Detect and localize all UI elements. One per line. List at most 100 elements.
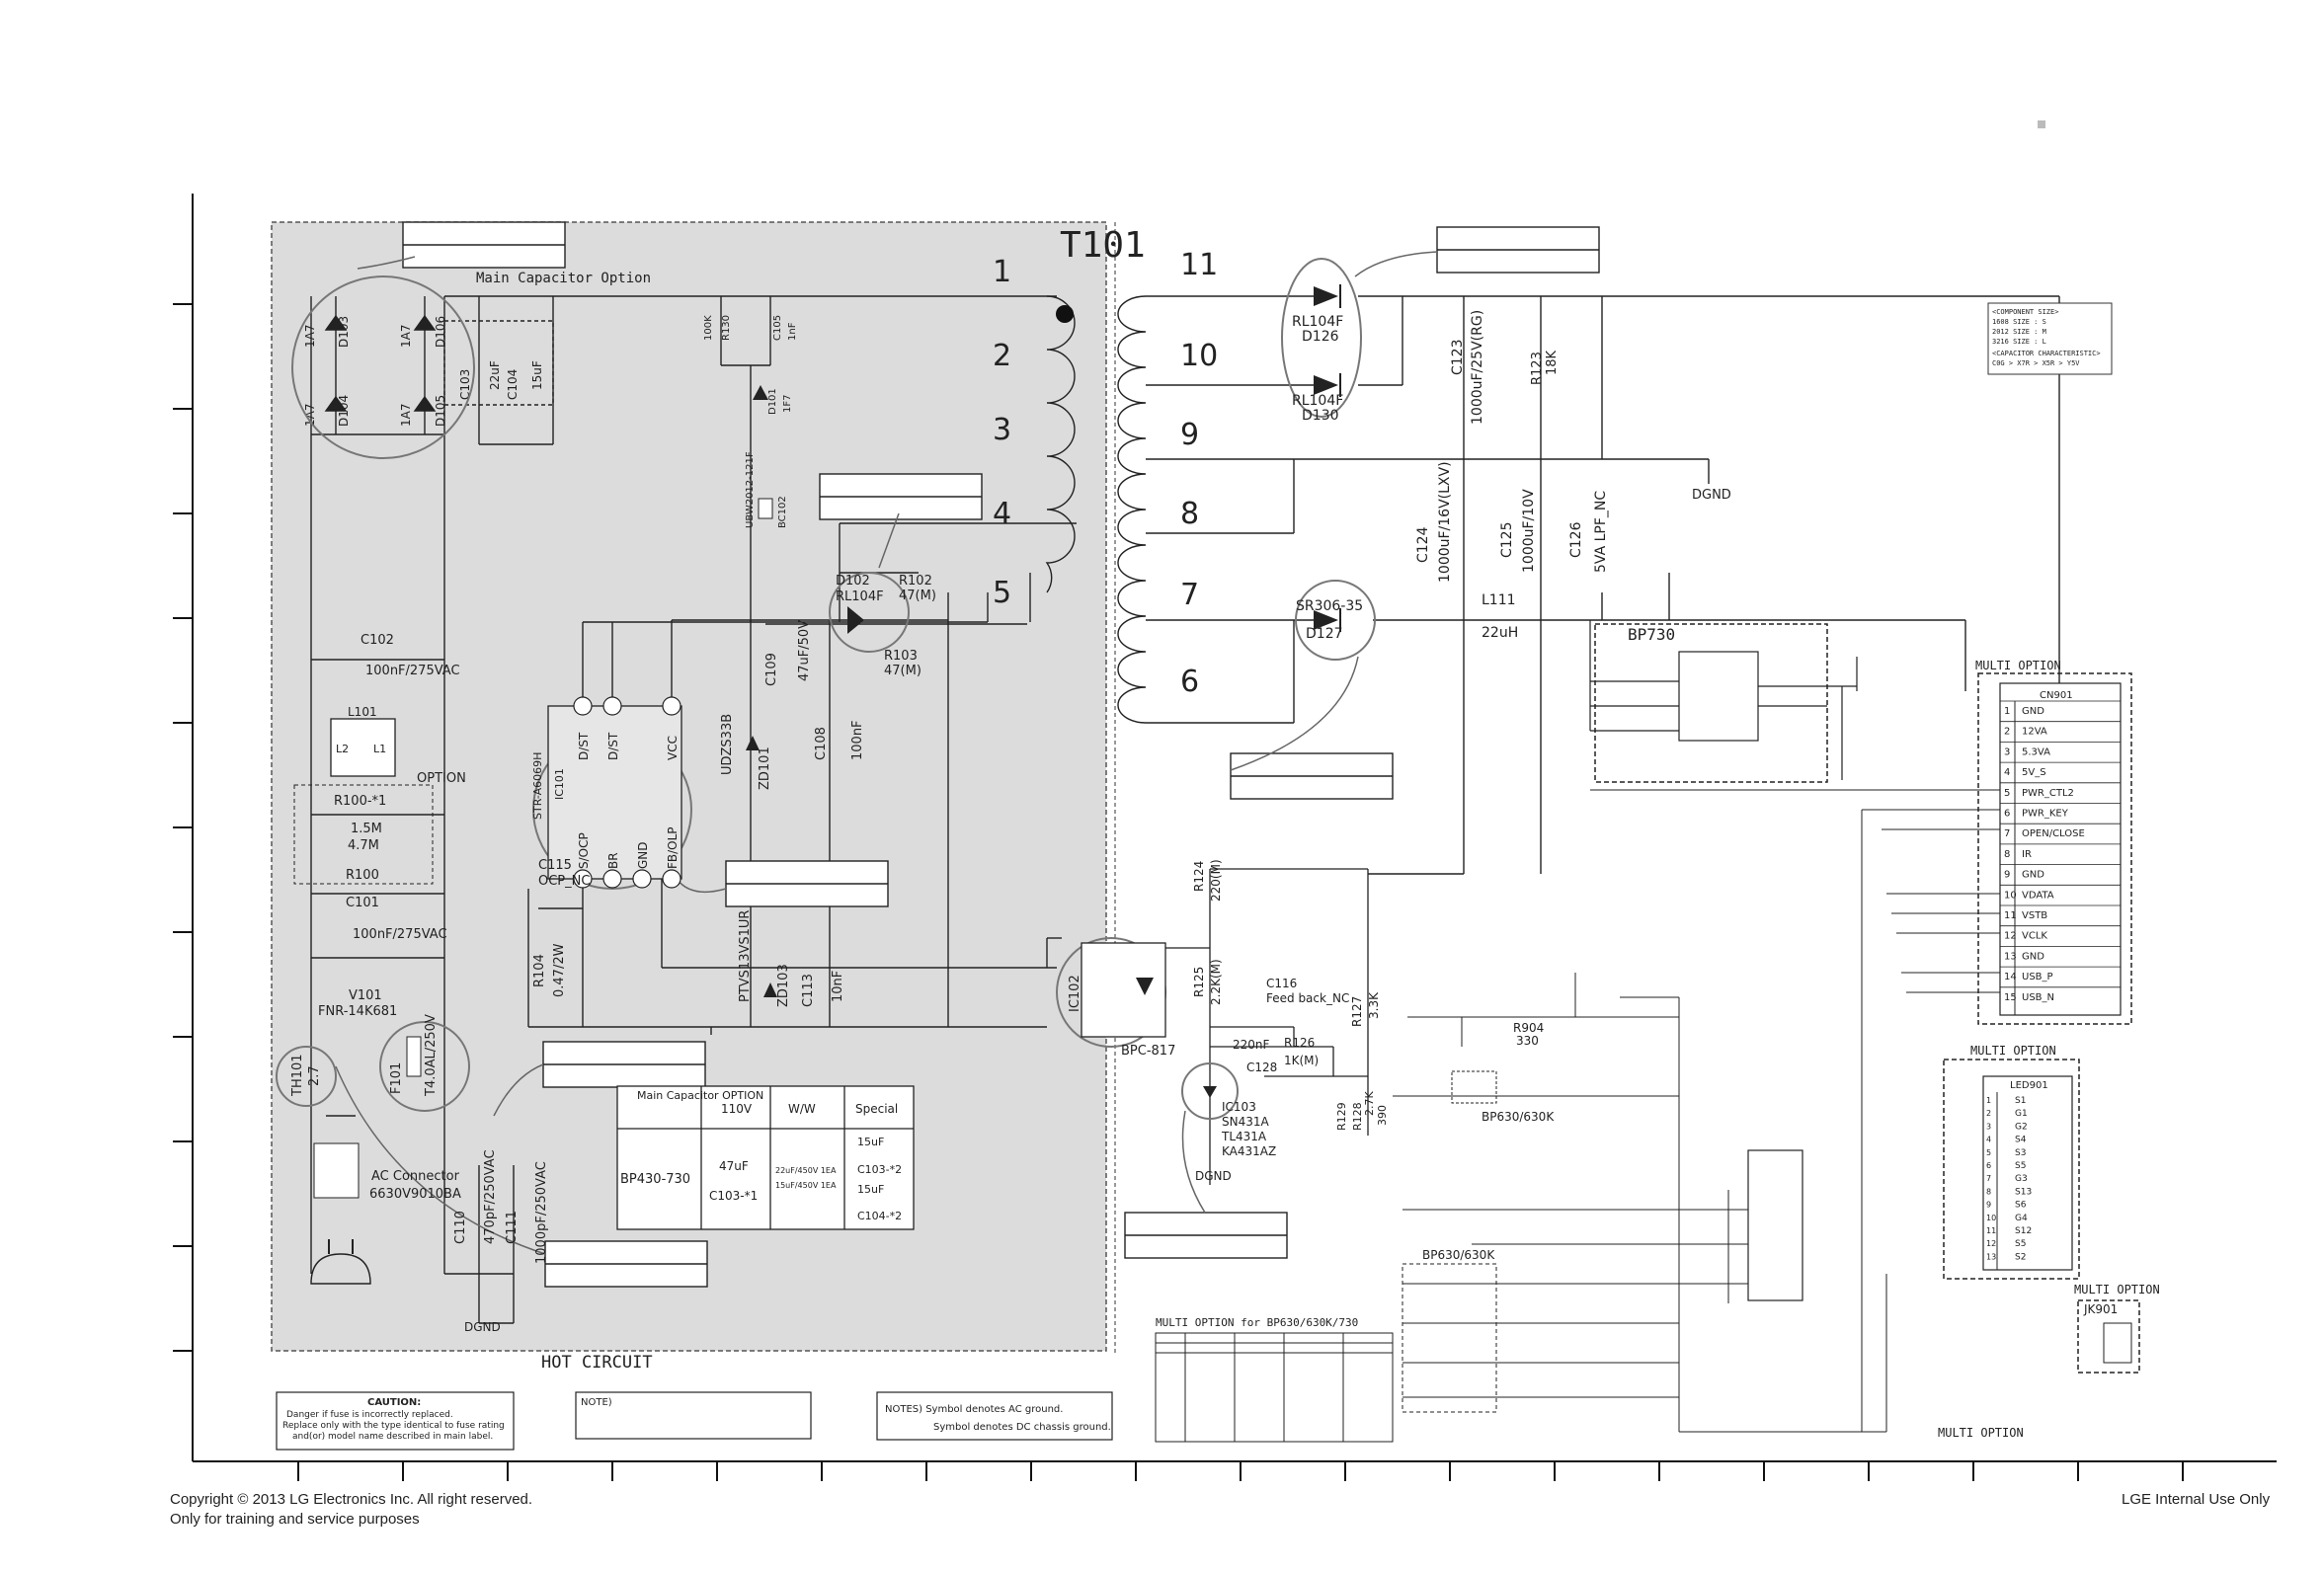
ground-note-box xyxy=(876,1391,1113,1441)
transformer-primary xyxy=(1045,295,1076,593)
ic102-body[interactable] xyxy=(1081,942,1166,1038)
regulator-ic xyxy=(1678,651,1759,742)
led901-connector[interactable] xyxy=(1982,1075,2073,1271)
option-label: OPTION xyxy=(417,771,466,786)
caution-box xyxy=(276,1391,515,1451)
note-box xyxy=(575,1391,812,1440)
r904-label: R904 xyxy=(1513,1021,1544,1035)
jk901-option-block xyxy=(2077,1299,2140,1374)
led901-pin-signal: S13 xyxy=(2015,1187,2032,1197)
ic101-pin-gnd: GND xyxy=(636,841,650,869)
cn901-pin-number: 6 xyxy=(2004,809,2010,820)
led901-pin-signal: S1 xyxy=(2015,1096,2026,1106)
bead-value: UBW2012-121F xyxy=(745,451,756,528)
cap-table-110v-val: 47uF xyxy=(719,1159,749,1173)
ic101-label: IC101 xyxy=(553,768,566,800)
cn901-option-label: MULTI OPTION xyxy=(1975,659,2061,672)
highlight-circle-bridge xyxy=(291,275,475,459)
cn901-connector[interactable] xyxy=(1999,682,2122,1016)
driver-ic[interactable] xyxy=(1747,1149,1803,1301)
led901-pin-signal: S4 xyxy=(2015,1136,2027,1145)
d106-label: D106 xyxy=(434,316,447,348)
c123-label: C123 xyxy=(1450,340,1466,376)
c101-value: 100nF/275VAC xyxy=(353,927,447,942)
r103-label: R103 xyxy=(884,649,918,664)
cn901-pin-number: 2 xyxy=(2004,727,2010,738)
d127-value: SR306-35 xyxy=(1296,598,1363,614)
cn901-pin-signal: VDATA xyxy=(2022,890,2054,901)
cn901-pin-number: 13 xyxy=(2004,951,2017,962)
led901-pin-number: 3 xyxy=(1986,1122,1991,1131)
ac-connector-symbol xyxy=(313,1142,360,1199)
bead-label: BC102 xyxy=(777,496,788,528)
highlight-th101 xyxy=(276,1046,337,1107)
r102-value: 47(M) xyxy=(899,589,936,603)
c109-label: C109 xyxy=(764,653,779,686)
r129-label: R129 xyxy=(1335,1102,1348,1131)
d101-symbol xyxy=(753,385,768,400)
bp630-key-block xyxy=(1402,1263,1497,1413)
d105-rating: 1A7 xyxy=(399,404,413,427)
led901-pin-number: 11 xyxy=(1986,1226,1996,1235)
cn901-pin-signal: OPEN/CLOSE xyxy=(2022,828,2085,839)
secondary-pin-11: 11 xyxy=(1180,248,1218,282)
zd103-value: PTVS13VS1UR xyxy=(738,910,753,1002)
ic102-label: IC102 xyxy=(1068,975,1082,1012)
r125-value: 2.2K(M) xyxy=(1209,959,1223,1005)
cn901-pin-signal: VCLK xyxy=(2022,931,2047,942)
d126-label: D126 xyxy=(1302,329,1339,345)
led901-pin-number: 5 xyxy=(1986,1148,1991,1157)
highlight-f101 xyxy=(379,1021,470,1112)
c113-label: C113 xyxy=(801,974,816,1007)
cn901-pin-signal: USB_N xyxy=(2022,992,2054,1003)
cn901-pin-number: 5 xyxy=(2004,788,2010,799)
ic101-pin-fb: FB/OLP xyxy=(666,826,680,869)
led901-pin-signal: G4 xyxy=(2015,1214,2028,1223)
bridge-rectifier xyxy=(311,296,554,435)
r104-value: 0.47/2W xyxy=(552,943,567,997)
ic101-pin-vcc: VCC xyxy=(666,736,680,760)
main-cap-table xyxy=(616,1085,915,1230)
th101-value: 2.7 xyxy=(307,1065,322,1086)
ic101-pin-dst1: D/ST xyxy=(577,732,591,760)
note-label: NOTE) xyxy=(581,1397,612,1408)
ic101-value: STR-A6069H xyxy=(531,752,544,820)
cap-table-ww-1: 22uF/450V 1EA xyxy=(775,1166,837,1175)
cn901-wiring xyxy=(1590,789,2000,1432)
feedback-wiring xyxy=(1165,868,1369,1185)
r129-value: 390 xyxy=(1376,1105,1389,1126)
front-panel-wiring xyxy=(1393,973,1887,1433)
d103-rating: 1A7 xyxy=(303,325,317,348)
cap-table-sp-1-ref: C103-*2 xyxy=(857,1163,902,1176)
r100x1-value: 1.5M xyxy=(351,822,382,836)
led901-pin-signal: G2 xyxy=(2015,1122,2028,1132)
secondary-pin-7: 7 xyxy=(1180,578,1199,612)
c105-value: 1nF xyxy=(787,322,798,341)
c103-value: 22uF xyxy=(488,360,502,390)
primary-pin-3: 3 xyxy=(993,413,1011,447)
hot-circuit-label: HOT CIRCUIT xyxy=(541,1353,653,1373)
cn901-pin-signal: 5.3VA xyxy=(2022,746,2050,757)
note-line-4: 3216 SIZE : L xyxy=(1992,338,2046,346)
cn901-pin-signal: 5V_S xyxy=(2022,767,2046,778)
l111-value: 22uH xyxy=(1482,625,1518,641)
c110-label: C110 xyxy=(453,1211,468,1244)
usb-jack[interactable] xyxy=(2103,1322,2132,1364)
d102-symbol xyxy=(847,606,864,634)
c103-label: C103 xyxy=(458,369,472,400)
ic101-pin-dst2: D/ST xyxy=(606,732,620,760)
fuse-symbol xyxy=(406,1036,422,1077)
cap-table-header-0: Main Capacitor OPTION xyxy=(637,1089,763,1102)
copyright-text: Copyright © 2013 LG Electronics Inc. All… xyxy=(170,1491,533,1508)
c126-value: 5VA LPF_NC xyxy=(1593,491,1609,573)
ic101-body[interactable] xyxy=(547,705,682,880)
highlight-d126-d130 xyxy=(1281,258,1362,418)
c101-label: C101 xyxy=(346,896,379,910)
note-line-6: C0G > X7R > X5R > Y5V xyxy=(1992,359,2080,367)
r128-label: R128 xyxy=(1351,1102,1364,1131)
ac-connector-pn: 6630V9010BA xyxy=(369,1187,461,1202)
cn901-pin-signal: IR xyxy=(2022,849,2032,860)
zd101-label: ZD101 xyxy=(758,746,772,790)
